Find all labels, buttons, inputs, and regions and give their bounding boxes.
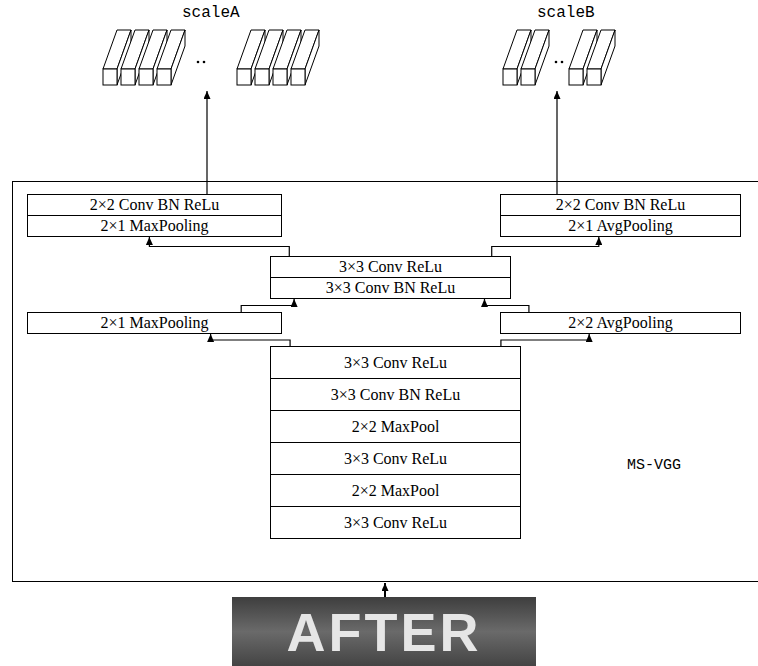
input-image xyxy=(232,597,536,666)
layer-box: 3×3 Conv BN ReLu xyxy=(270,277,511,299)
flow-arrow xyxy=(211,334,290,346)
layer-text: 3×3 Conv BN ReLu xyxy=(331,387,460,403)
layer-text: 2×2 MaxPool xyxy=(352,483,440,499)
flow-arrow xyxy=(149,237,289,256)
ellipsis-dot xyxy=(203,61,206,64)
layer-text: 2×1 MaxPooling xyxy=(100,315,208,331)
layer-text: 2×1 MaxPooling xyxy=(100,218,208,234)
feature-bar xyxy=(587,30,615,85)
feature-bar xyxy=(157,30,185,85)
flow-arrow xyxy=(501,334,589,346)
layer-text: 2×2 AvgPooling xyxy=(568,315,672,331)
frame-title: MS-VGG xyxy=(627,458,681,473)
scale-label: scaleB xyxy=(537,5,595,21)
layer-box: 2×1 MaxPooling xyxy=(27,312,282,334)
flow-arrow xyxy=(484,299,528,312)
feature-bar xyxy=(521,30,549,85)
layer-box: 3×3 Conv BN ReLu xyxy=(270,378,521,411)
scale-label: scaleA xyxy=(182,5,240,21)
output-arrow xyxy=(206,91,207,194)
ellipsis-dot xyxy=(561,61,564,64)
input-arrow xyxy=(384,583,386,597)
layer-box: 2×1 AvgPooling xyxy=(500,215,741,237)
layer-text: 2×2 MaxPool xyxy=(352,419,440,435)
feature-bar xyxy=(291,30,319,85)
network-frame: MS-VGG 2×2 Conv BN ReLu 2×1 MaxPooling 2×2 … xyxy=(12,181,758,582)
layer-text: 2×2 Conv BN ReLu xyxy=(556,197,685,213)
layer-box: 2×2 Conv BN ReLu xyxy=(27,194,282,216)
image-text: AFTER xyxy=(232,597,536,666)
layer-box: 2×2 MaxPool xyxy=(270,410,521,443)
layer-box: 3×3 Conv ReLu xyxy=(270,442,521,475)
flow-arrow xyxy=(492,237,599,256)
layer-box: 2×2 MaxPool xyxy=(270,474,521,507)
layer-text: 2×2 Conv BN ReLu xyxy=(90,197,219,213)
feature-maps xyxy=(103,30,319,85)
layer-box: 2×2 AvgPooling xyxy=(500,312,741,334)
layer-text: 3×3 Conv ReLu xyxy=(344,515,447,531)
feature-maps xyxy=(503,30,615,85)
ellipsis-dot xyxy=(197,61,200,64)
layer-box: 3×3 Conv ReLu xyxy=(270,506,521,539)
layer-box: 2×1 MaxPooling xyxy=(27,215,282,237)
ellipsis-dot xyxy=(555,61,558,64)
layer-box: 3×3 Conv ReLu xyxy=(270,346,521,379)
layer-box: 3×3 Conv ReLu xyxy=(270,256,511,278)
layer-text: 3×3 Conv ReLu xyxy=(344,451,447,467)
flow-arrow xyxy=(241,299,294,312)
layer-text: 3×3 Conv ReLu xyxy=(339,259,442,275)
layer-text: 3×3 Conv BN ReLu xyxy=(326,280,455,296)
layer-box: 2×2 Conv BN ReLu xyxy=(500,194,741,216)
layer-text: 2×1 AvgPooling xyxy=(568,218,672,234)
output-arrow xyxy=(556,91,557,194)
layer-text: 3×3 Conv ReLu xyxy=(344,355,447,371)
